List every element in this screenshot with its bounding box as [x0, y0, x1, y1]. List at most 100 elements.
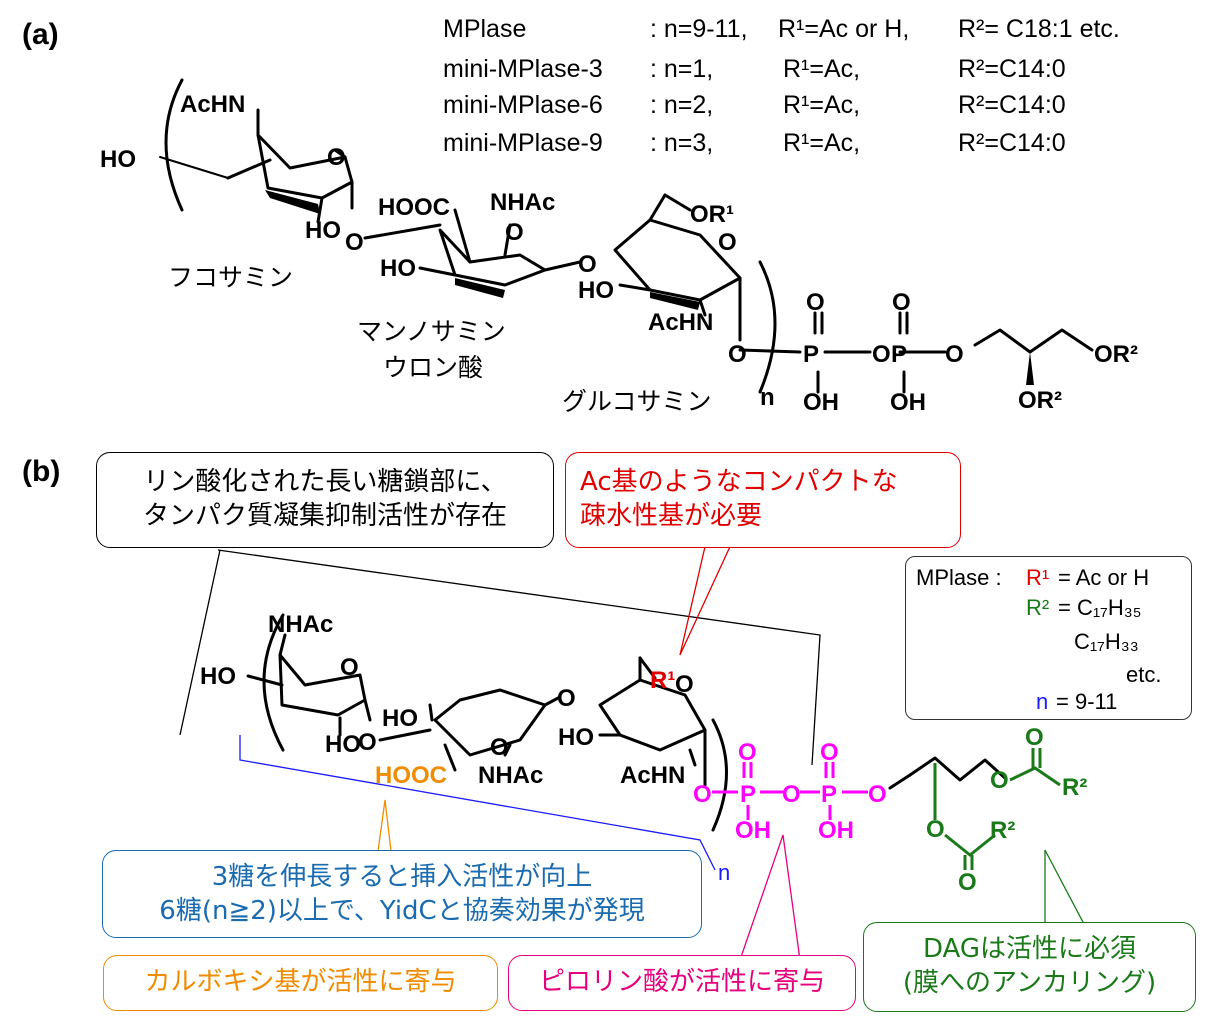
atom-label: O	[718, 229, 737, 256]
n-range: : n=1,	[650, 55, 714, 83]
atom-label: R²	[1062, 774, 1087, 801]
sugar-name-fucosamine: フコサミン	[168, 263, 294, 292]
atom-label: P	[821, 781, 837, 808]
r1-label: R¹	[650, 667, 675, 694]
r1-def: R¹=Ac,	[783, 91, 861, 119]
panel-a-label: (a)	[22, 18, 59, 51]
atom-label: HO	[578, 277, 614, 304]
atom-label: P	[891, 341, 907, 368]
callout-glycan-activity: リン酸化された長い糖鎖部に、 タンパク質凝集抑制活性が存在	[96, 452, 554, 548]
atom-label: AcHN	[648, 309, 713, 336]
atom-label: O	[892, 289, 911, 316]
atom-label: O	[958, 869, 977, 896]
callout-chain-length: 3糖を伸長すると挿入活性が向上 6糖(n≧2)以上で、YidCと協奏効果が発現	[102, 850, 702, 938]
atom-label: HO	[382, 705, 418, 732]
callout-text: タンパク質凝集抑制活性が存在	[142, 501, 507, 531]
atom-label: O	[340, 654, 359, 681]
atom-label: O	[945, 341, 964, 368]
sugar-name-glucosamine: グルコサミン	[562, 387, 712, 416]
legend-r2-value-2: C₁₇H₃₃	[1074, 629, 1139, 654]
compound-name: mini-MPlase-3	[443, 55, 603, 83]
atom-label: HO	[100, 146, 136, 173]
atom-label: AcHN	[620, 762, 685, 789]
atom-label: P	[803, 341, 819, 368]
r1-def: R¹=Ac,	[783, 129, 861, 157]
atom-label: O	[868, 781, 887, 808]
sugar-name-mannosaminuronic-2: ウロン酸	[383, 353, 484, 382]
legend-n-value: = 9-11	[1056, 689, 1118, 714]
atom-label: O	[872, 341, 891, 368]
atom-label: O	[806, 289, 825, 316]
legend-prefix: MPlase :	[916, 565, 1002, 590]
atom-label: O	[693, 781, 712, 808]
compound-name: mini-MPlase-9	[443, 129, 603, 157]
mplase-structure-a: AcHN HO O HO O HOOC NHAc O HO O OR¹ O HO…	[100, 78, 1138, 416]
atom-label: O	[990, 767, 1009, 794]
atom-label: O	[578, 251, 597, 278]
atom-label: O	[675, 671, 694, 698]
callout-hydrophobic-group: Ac基のようなコンパクトな 疎水性基が必要	[565, 452, 961, 548]
r2-def: R²=C14:0	[958, 91, 1066, 119]
repeat-n-label: n	[760, 384, 775, 411]
atom-label: NHAc	[490, 189, 555, 216]
legend-r2-value-3: etc.	[1126, 662, 1162, 687]
compound-name: mini-MPlase-6	[443, 91, 603, 119]
panel-b-label: (b)	[22, 455, 61, 488]
legend-n-symbol: n	[1036, 689, 1049, 714]
r2-def: R²= C18:1 etc.	[958, 15, 1120, 43]
callout-text: カルボキシ基が活性に寄与	[144, 967, 457, 997]
legend-box: MPlase : R¹ = Ac or H R² = C₁₇H₃₅ C₁₇H₃₃…	[905, 556, 1192, 720]
atom-label: O	[820, 739, 839, 766]
atom-label: HO	[305, 217, 341, 244]
atom-label: AcHN	[180, 91, 245, 118]
atom-label: HO	[200, 663, 236, 690]
legend-r2-value: = C₁₇H₃₅	[1058, 595, 1142, 620]
atom-label: HO	[380, 255, 416, 282]
atom-label: HO	[325, 731, 361, 758]
carboxyl-label: HOOC	[375, 762, 447, 789]
atom-label: O	[738, 739, 757, 766]
atom-label: HO	[558, 724, 594, 751]
callout-text: 疎水性基が必要	[580, 501, 763, 531]
r2-def: R²=C14:0	[958, 55, 1066, 83]
atom-label: OR²	[1094, 341, 1138, 368]
n-range: : n=3,	[650, 129, 714, 157]
atom-label: OR²	[1018, 387, 1062, 414]
atom-label: OH	[735, 817, 771, 844]
compound-name: MPlase	[443, 15, 527, 43]
repeat-bracket-right	[758, 260, 777, 394]
callout-text: ピロリン酸が活性に寄与	[538, 967, 825, 997]
atom-label: R²	[990, 817, 1015, 844]
atom-label: OR¹	[690, 201, 734, 228]
n-range: : n=2,	[650, 91, 714, 119]
repeat-n-label: n	[718, 860, 730, 885]
atom-label: O	[557, 685, 576, 712]
atom-label: OH	[803, 389, 839, 416]
callout-carboxyl: カルボキシ基が活性に寄与	[103, 955, 498, 1011]
callout-text: DAGは活性に必須	[922, 934, 1137, 964]
repeat-bracket-left	[164, 78, 184, 212]
atom-label: NHAc	[268, 611, 333, 638]
callout-pyrophosphate: ピロリン酸が活性に寄与	[508, 955, 856, 1011]
atom-label: OH	[890, 389, 926, 416]
callout-text: (膜へのアンカリング)	[902, 968, 1157, 998]
mplase-structure-b: NHAc HO O HO O HO O HOOC NHAc O HO O R¹ …	[200, 611, 1087, 896]
atom-label: O	[505, 219, 524, 246]
legend-r1-value: = Ac or H	[1058, 565, 1150, 590]
callout-text: 3糖を伸長すると挿入活性が向上	[211, 862, 593, 892]
atom-label: O	[728, 341, 747, 368]
atom-label: O	[490, 734, 509, 761]
atom-label: P	[740, 781, 756, 808]
atom-label: O	[926, 816, 945, 843]
callout-text: 6糖(n≧2)以上で、YidCと協奏効果が発現	[159, 896, 645, 926]
atom-label: OH	[818, 817, 854, 844]
atom-label: HOOC	[378, 194, 450, 221]
legend-r2-symbol: R²	[1026, 595, 1050, 620]
atom-label: O	[327, 144, 346, 171]
atom-label: O	[1025, 724, 1044, 751]
r2-def: R²=C14:0	[958, 129, 1066, 157]
callout-text: リン酸化された長い糖鎖部に、	[143, 467, 507, 497]
atom-label: O	[345, 229, 364, 256]
atom-label: O	[358, 729, 377, 756]
legend-r1-symbol: R¹	[1026, 565, 1050, 590]
